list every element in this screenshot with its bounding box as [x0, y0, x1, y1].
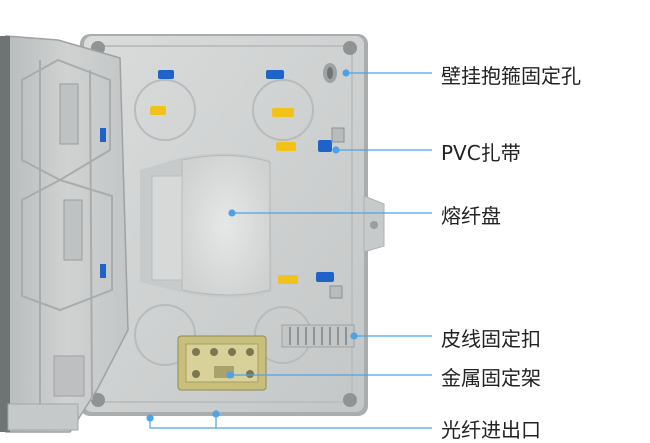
label-wall-hoop-hole: 壁挂抱箍固定孔 — [441, 64, 581, 88]
drop-cable-clip-part — [281, 324, 355, 348]
enclosure-door — [0, 35, 129, 433]
callout-leaders — [146, 69, 432, 429]
label-pvc-cable-tie: PVC扎带 — [441, 141, 521, 165]
clamps — [150, 70, 345, 299]
label-drop-cable-clip: 皮线固定扣 — [441, 327, 541, 351]
label-splice-tray: 熔纤盘 — [441, 204, 501, 228]
wall-hoop-hole-part — [323, 63, 337, 83]
label-metal-bracket: 金属固定架 — [441, 366, 541, 390]
label-fiber-entry: 光纤进出口 — [441, 418, 541, 442]
splice-tray-part — [140, 153, 272, 298]
metal-bracket-part — [177, 335, 267, 391]
